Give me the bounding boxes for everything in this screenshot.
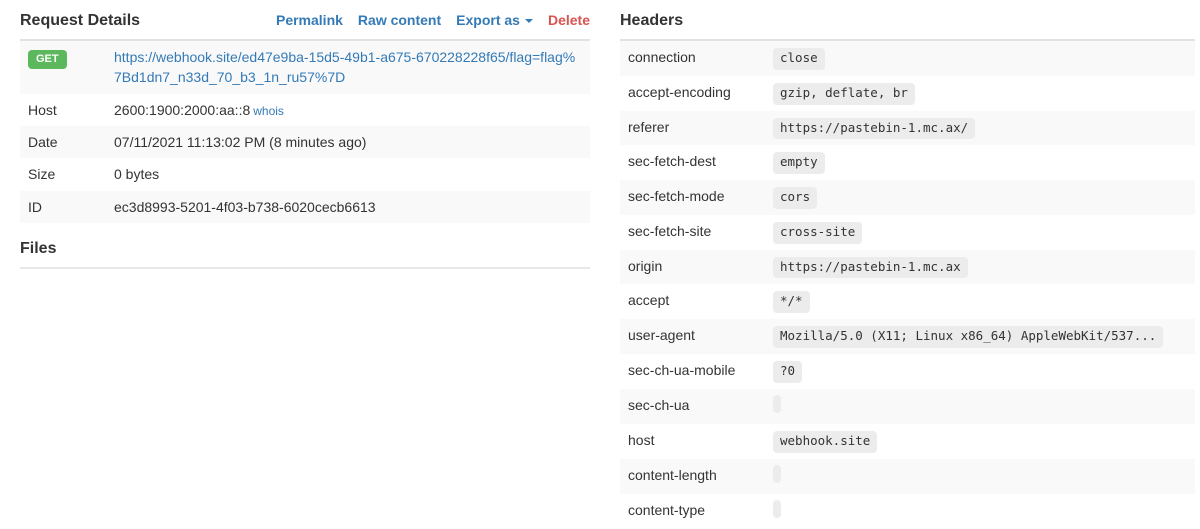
- header-row: accept */*: [620, 284, 1195, 319]
- id-row: ID ec3d8993-5201-4f03-b738-6020cecb6613: [20, 190, 590, 223]
- headers-table: connection close accept-encoding gzip, d…: [620, 39, 1195, 529]
- size-row: Size 0 bytes: [20, 158, 590, 190]
- header-name: sec-ch-ua-mobile: [628, 361, 736, 378]
- header-name: content-length: [628, 466, 717, 483]
- whois-link[interactable]: whois: [253, 103, 284, 118]
- caret-down-icon: [524, 19, 533, 24]
- size-value: 0 bytes: [114, 166, 160, 183]
- host-value: 2600:1900:2000:aa::8: [114, 101, 251, 118]
- header-value-pill: cross-site: [773, 221, 863, 244]
- header-row: sec-ch-ua-mobile ?0: [620, 354, 1195, 389]
- header-row: host webhook.site: [620, 424, 1195, 459]
- permalink-link[interactable]: Permalink: [275, 12, 343, 28]
- header-row: sec-fetch-dest empty: [620, 145, 1195, 180]
- header-value-pill: [773, 499, 781, 518]
- export-as-label: Export as: [456, 12, 520, 28]
- delete-link[interactable]: Delete: [547, 12, 590, 28]
- header-name: accept: [628, 292, 670, 309]
- header-row: sec-fetch-mode cors: [620, 180, 1195, 215]
- method-badge: GET: [28, 50, 67, 69]
- request-details-title: Request Details: [20, 12, 141, 29]
- header-name: host: [628, 431, 655, 448]
- header-value-pill: cors: [773, 187, 818, 209]
- header-value-pill: gzip, deflate, br: [773, 82, 915, 105]
- date-label: Date: [28, 133, 58, 150]
- request-details-table: GET https://webhook.site/ed47e9ba-15d5-4…: [20, 39, 590, 223]
- header-value-pill: [773, 394, 781, 413]
- header-value-pill: https://pastebin-1.mc.ax/: [773, 117, 976, 140]
- header-row: connection close: [620, 40, 1195, 76]
- header-row: sec-ch-ua: [620, 388, 1195, 424]
- header-name: origin: [628, 257, 663, 274]
- header-value-pill: ?0: [773, 360, 803, 383]
- files-title: Files: [20, 239, 57, 257]
- header-row: content-type: [620, 494, 1195, 529]
- header-row: user-agent Mozilla/5.0 (X11; Linux x86_6…: [620, 319, 1195, 354]
- header-name: sec-ch-ua: [628, 396, 690, 413]
- header-row: accept-encoding gzip, deflate, br: [620, 76, 1195, 111]
- header-value-pill: Mozilla/5.0 (X11; Linux x86_64) AppleWeb…: [773, 326, 1164, 348]
- header-name: connection: [628, 49, 696, 65]
- request-details-header: Request Details Permalink Raw content Ex…: [20, 12, 590, 30]
- header-value-pill: */*: [773, 291, 810, 313]
- request-url-row: GET https://webhook.site/ed47e9ba-15d5-4…: [20, 40, 590, 94]
- date-row: Date 07/11/2021 11:13:02 PM (8 minutes a…: [20, 125, 590, 159]
- date-value: 07/11/2021 11:13:02 PM (8 minutes ago): [114, 133, 367, 150]
- header-row: origin https://pastebin-1.mc.ax: [620, 249, 1195, 285]
- export-as-dropdown[interactable]: Export as: [456, 12, 533, 28]
- id-value: ec3d8993-5201-4f03-b738-6020cecb6613: [114, 198, 376, 215]
- header-name: sec-fetch-mode: [628, 188, 725, 204]
- size-label: Size: [28, 166, 56, 183]
- header-name: sec-fetch-site: [628, 222, 712, 239]
- header-value-pill: empty: [773, 152, 825, 174]
- header-row: referer https://pastebin-1.mc.ax/: [620, 110, 1195, 146]
- header-name: content-type: [628, 501, 706, 518]
- header-row: content-length: [620, 458, 1195, 494]
- headers-panel: Headers connection close accept-encoding…: [620, 12, 1195, 529]
- header-value-pill: [773, 464, 781, 483]
- header-value-pill: close: [773, 48, 825, 70]
- header-value-pill: webhook.site: [773, 430, 878, 453]
- host-label: Host: [28, 101, 57, 118]
- header-row: sec-fetch-site cross-site: [620, 215, 1195, 250]
- header-name: accept-encoding: [628, 83, 731, 100]
- header-name: referer: [628, 118, 670, 135]
- header-name: user-agent: [628, 327, 695, 343]
- request-details-panel: Request Details Permalink Raw content Ex…: [20, 12, 590, 529]
- raw-content-link[interactable]: Raw content: [357, 12, 442, 28]
- headers-title: Headers: [620, 12, 684, 29]
- request-actions: Permalink Raw content Export as Delete: [276, 12, 590, 28]
- header-name: sec-fetch-dest: [628, 153, 716, 170]
- request-url-link[interactable]: https://webhook.site/ed47e9ba-15d5-49b1-…: [114, 49, 576, 86]
- id-label: ID: [28, 198, 42, 215]
- files-divider: [20, 266, 590, 269]
- header-value-pill: https://pastebin-1.mc.ax: [773, 256, 968, 279]
